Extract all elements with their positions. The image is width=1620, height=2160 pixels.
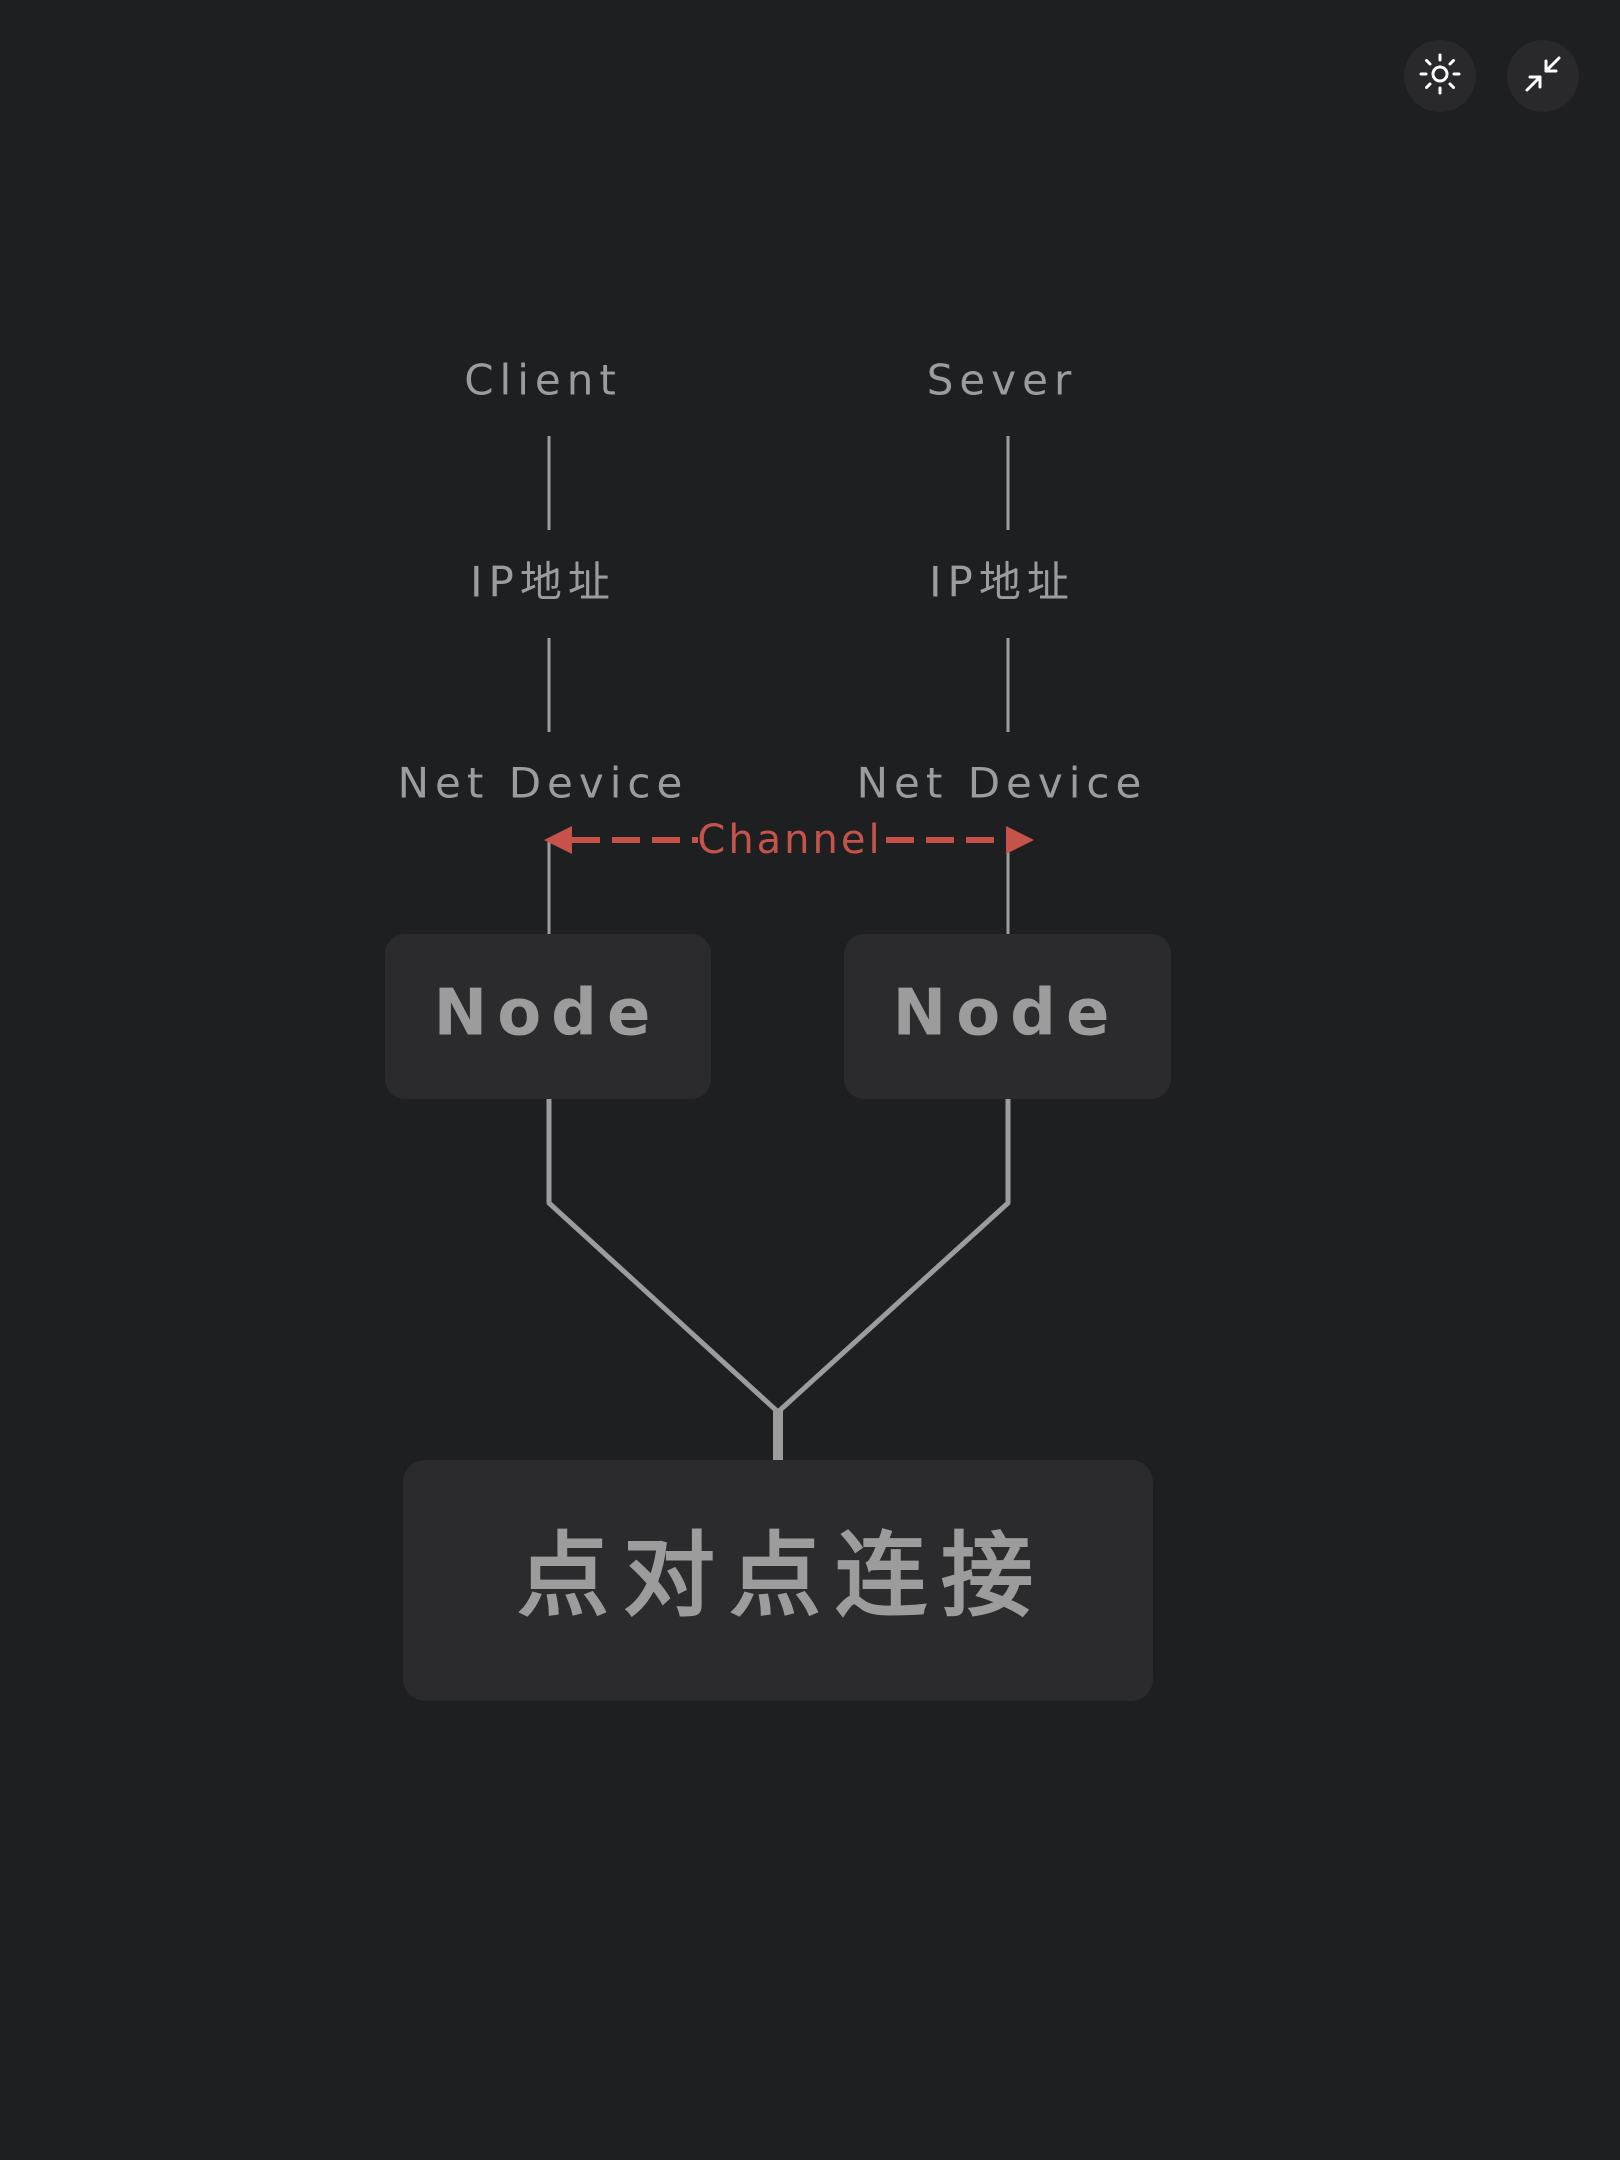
client-device-label: Net Device (398, 759, 689, 808)
client-ip-label: IP地址 (470, 558, 616, 607)
server-label: Sever (927, 356, 1077, 405)
sun-icon (1418, 52, 1462, 100)
root-box (403, 1460, 1153, 1701)
collapse-button[interactable] (1507, 40, 1579, 112)
right-branch-line (776, 1099, 1011, 1414)
theme-toggle-button[interactable] (1404, 40, 1476, 112)
left-branch-line (546, 1099, 780, 1414)
server-ip-label: IP地址 (929, 558, 1075, 607)
client-node-box (385, 934, 711, 1099)
client-node-label: Node (434, 977, 661, 1051)
client-label: Client (464, 356, 622, 405)
channel-arrow-right (1006, 826, 1034, 854)
server-device-label: Net Device (857, 759, 1148, 808)
server-node-box (844, 934, 1171, 1099)
root-label: 点对点连接 (517, 1522, 1047, 1629)
server-node-label: Node (893, 977, 1120, 1051)
channel-arrow-left (544, 826, 572, 854)
collapse-arrows-icon (1521, 52, 1565, 100)
channel-label: Channel (697, 817, 882, 863)
